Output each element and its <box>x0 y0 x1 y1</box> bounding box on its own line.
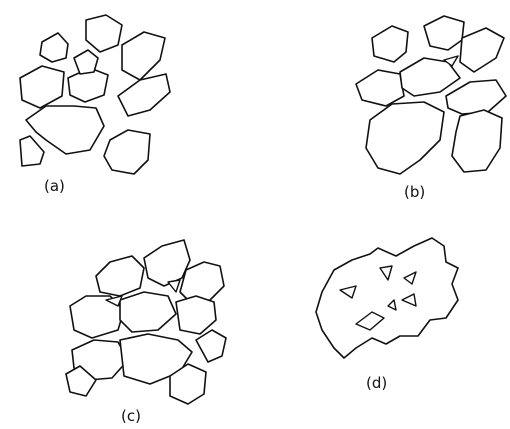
pore <box>339 285 357 299</box>
panel-b: (b) <box>355 15 507 201</box>
particle <box>365 101 445 175</box>
particle <box>355 69 405 107</box>
particle <box>119 333 193 385</box>
pore <box>443 55 459 67</box>
particle <box>73 49 99 75</box>
particle <box>195 329 227 363</box>
pore <box>355 311 385 331</box>
particle <box>39 32 69 63</box>
panel-label: (d) <box>366 374 387 392</box>
pore <box>105 295 123 307</box>
particle <box>179 261 225 303</box>
particle <box>19 65 65 109</box>
particle <box>121 31 166 81</box>
pore <box>167 279 181 293</box>
panel-c: (c) <box>65 239 227 425</box>
particle <box>371 25 409 63</box>
pore <box>403 271 417 285</box>
particle <box>95 255 145 297</box>
panel-d: (d) <box>315 237 459 392</box>
particle <box>175 295 217 335</box>
particle <box>315 237 459 359</box>
particle <box>117 73 171 117</box>
panel-label: (a) <box>44 177 65 195</box>
panel-label: (c) <box>121 407 141 425</box>
particle <box>451 109 503 173</box>
particle <box>119 291 177 333</box>
particle <box>399 57 461 97</box>
pore <box>387 299 397 311</box>
particle <box>65 365 97 397</box>
particle <box>143 239 191 287</box>
panel-a: (a) <box>19 14 171 195</box>
particle <box>103 129 151 175</box>
particle <box>459 27 505 73</box>
particle <box>169 363 207 405</box>
particle <box>25 105 105 155</box>
pore <box>401 293 417 307</box>
pore <box>379 265 393 281</box>
panel-label: (b) <box>404 183 425 201</box>
particle <box>445 79 507 115</box>
particle <box>19 135 45 167</box>
particle <box>423 15 465 51</box>
particle <box>85 14 123 53</box>
